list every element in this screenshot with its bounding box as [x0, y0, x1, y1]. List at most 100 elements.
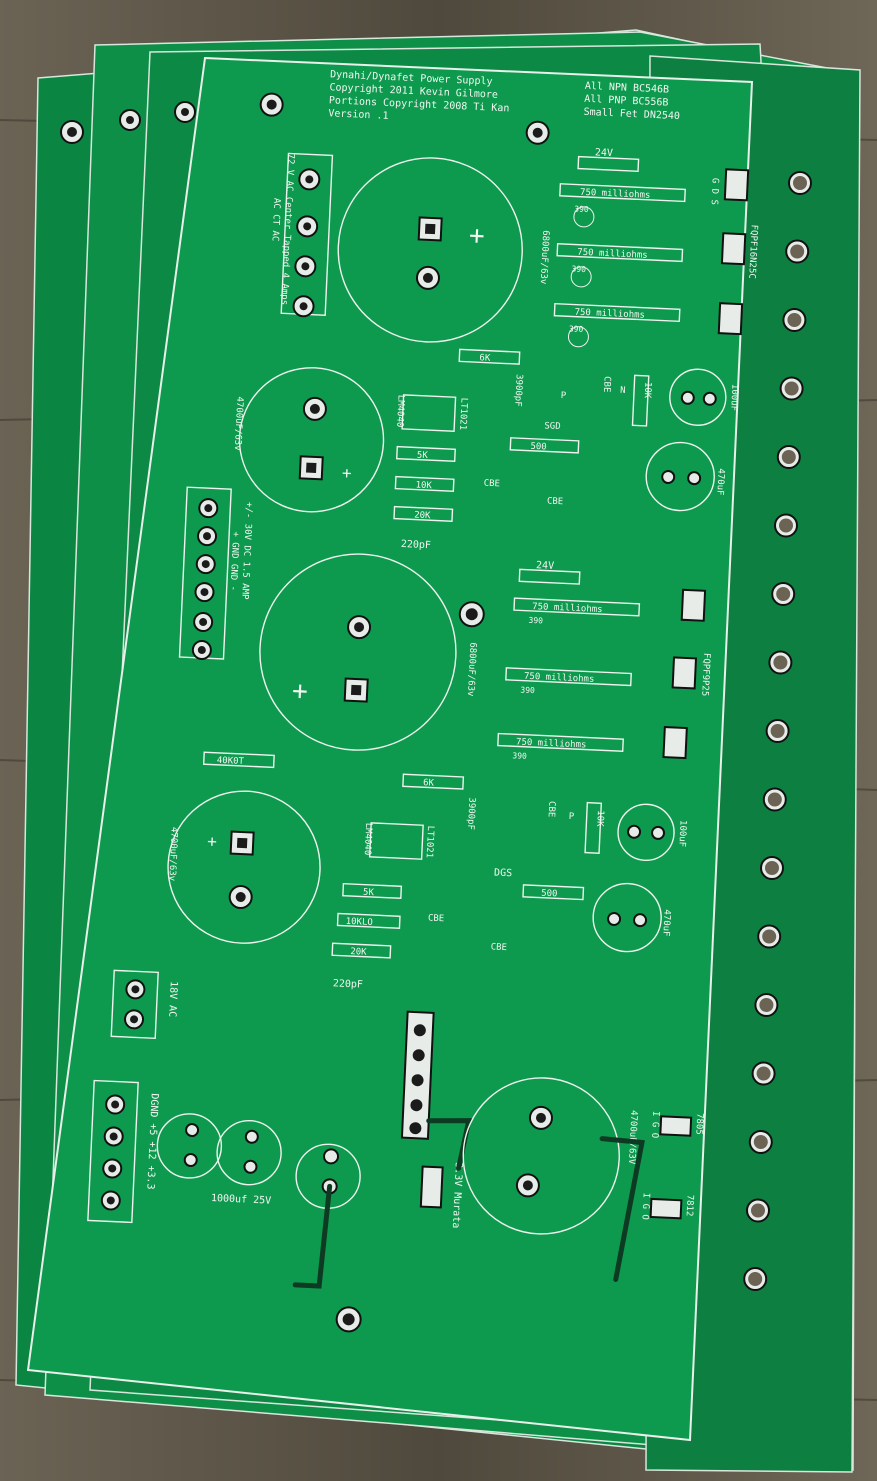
- strip-hole: [751, 1203, 765, 1218]
- back-board-holes: [60, 101, 812, 1297]
- lower-sense-2: 750 milliohms: [524, 672, 595, 685]
- upper-10k-v: 10K: [642, 382, 653, 399]
- lower-lt1021: LT1021: [424, 825, 435, 858]
- lower-40k: 40K0T: [217, 756, 245, 767]
- upper-3900pf: 3900pF: [512, 374, 523, 407]
- strip-hole: [753, 1135, 768, 1149]
- lower-470uf: 470uF: [660, 909, 671, 937]
- header-pins: 3.3V Murata: [400, 1010, 472, 1229]
- small-caps: 1000uf 25V: [156, 1113, 361, 1289]
- upper-fet-1: FQPF16N25C: [746, 224, 758, 279]
- reg-7805-pins: I G O: [649, 1111, 660, 1139]
- upper-sense-1: 750 milliohms: [580, 188, 651, 201]
- lower-100uf: 100uF: [676, 820, 687, 848]
- strip-hole: [793, 176, 807, 190]
- cap-top-value: 6800uF/63v: [538, 230, 550, 285]
- lower-regulator-block: 24V 750 milliohms 750 milliohms 750 mill…: [202, 560, 711, 991]
- murata-label: 3.3V Murata: [450, 1162, 464, 1229]
- cap-top: + 6800uF/63v: [337, 157, 550, 343]
- cap-bottom: 4700uF/63V: [462, 1077, 645, 1282]
- upper-5k: 5K: [417, 451, 429, 462]
- reg-7812-pins: I G O: [639, 1192, 650, 1220]
- output-terminal: +/- 30V DC 1.5 AMP + GND GND -: [178, 486, 254, 661]
- lower-3900pf: 3900pF: [465, 797, 476, 830]
- small-caps-value: 1000uf 25V: [211, 1193, 272, 1207]
- transformer-pins: AC CT AC: [269, 198, 281, 242]
- lower-6k: 6K: [423, 778, 435, 789]
- lower-10k-v: 10K: [594, 810, 605, 827]
- lower-500: 500: [541, 889, 558, 900]
- header-right-2: All PNP BC556B: [584, 94, 669, 109]
- cap-top-plus: +: [468, 221, 485, 252]
- lower-390-a: 390: [528, 616, 543, 626]
- upper-sgd: SGD: [544, 421, 561, 432]
- upper-20k: 20K: [414, 511, 431, 522]
- output-label: +/- 30V DC 1.5 AMP: [239, 502, 253, 600]
- upper-lt1021: LT1021: [457, 397, 468, 430]
- cap-left-lower-plus: +: [207, 831, 217, 850]
- strip-hole: [765, 861, 779, 875]
- upper-n: N: [620, 386, 626, 396]
- cap-left-lower-value: 4700uF/63v: [166, 827, 178, 882]
- lower-dgs: DGS: [494, 868, 513, 880]
- ac-terminal: 18V AC: [110, 969, 179, 1040]
- lower-390-c: 390: [512, 751, 527, 761]
- strip-hole: [787, 313, 802, 327]
- front-board-content: Dynahi/Dynafet Power Supply Copyright 20…: [87, 69, 759, 1333]
- upper-390-a: 390: [574, 204, 589, 214]
- upper-220pf: 220pF: [401, 539, 432, 551]
- upper-p: P: [561, 391, 567, 401]
- strip-hole: [781, 450, 796, 464]
- lower-sense-1: 750 milliohms: [532, 602, 603, 615]
- cap-center-plus: +: [291, 676, 308, 707]
- ac-label: 18V AC: [166, 981, 179, 1018]
- lower-20k: 20K: [350, 947, 367, 958]
- strip-hole: [762, 929, 777, 944]
- strip-hole: [767, 792, 782, 807]
- lower-zener: 24V: [536, 560, 555, 572]
- lower-390-b: 390: [520, 686, 535, 696]
- lower-10klo: 10KLO: [345, 917, 373, 928]
- mounting-holes: [259, 92, 550, 1333]
- upper-cbe-2: CBE: [483, 479, 500, 490]
- upper-470uf: 470uF: [714, 468, 725, 496]
- upper-cbe-3: CBE: [547, 497, 564, 508]
- upper-100uf: 100uF: [728, 384, 739, 412]
- board-front: [26, 56, 754, 1442]
- strip-hole: [748, 1272, 763, 1286]
- upper-390-b: 390: [571, 264, 586, 274]
- strip-hole: [770, 724, 785, 738]
- upper-regulator-block: 24V 750 milliohms 750 milliohms 750 mill…: [393, 147, 759, 551]
- upper-sense-2: 750 milliohms: [577, 248, 648, 261]
- cap-left-upper-value: 4700uF/63v: [232, 396, 244, 451]
- lower-fet: FQPF9P25: [699, 653, 711, 697]
- header-right-3: Small Fet DN2540: [583, 107, 680, 122]
- upper-gds-1: G D S: [709, 178, 720, 206]
- lower-cbe-3: CBE: [490, 942, 507, 953]
- reg-7805: 7805: [693, 1113, 704, 1135]
- rail-terminal: DGND +5 +12 +3.3: [87, 1079, 160, 1224]
- upper-10k: 10K: [415, 481, 432, 492]
- lower-5k: 5K: [363, 888, 375, 899]
- upper-sense-3: 750 milliohms: [574, 308, 645, 321]
- lower-p: P: [568, 812, 574, 822]
- output-pins: + GND GND -: [228, 531, 241, 591]
- lower-sense-3: 750 milliohms: [516, 737, 587, 750]
- upper-cbe-1: CBE: [601, 376, 612, 393]
- strip-hole: [776, 587, 791, 601]
- strip-hole: [779, 518, 793, 533]
- upper-lm4040: LM4040: [394, 395, 405, 428]
- strip-hole: [790, 244, 805, 259]
- cap-left-lower: + 4700uF/63v: [166, 790, 321, 944]
- cap-bottom-value: 4700uF/63V: [626, 1110, 638, 1165]
- reg-7812: 7812: [684, 1194, 695, 1216]
- strip-hole: [756, 1066, 771, 1081]
- upper-500: 500: [530, 442, 547, 453]
- regulators: 7805 I G O 7812 I G O: [639, 1111, 704, 1220]
- cap-left-upper-plus: +: [342, 463, 352, 482]
- cap-center: + 6800uF/63v: [259, 553, 477, 751]
- upper-zener: 24V: [595, 147, 614, 159]
- cap-left-upper: + 4700uF/63v: [232, 367, 385, 513]
